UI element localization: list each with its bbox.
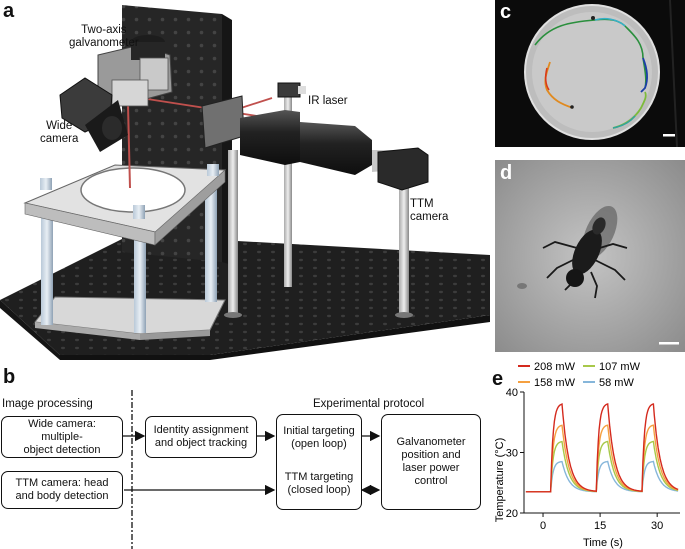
- x-tick-label: 15: [594, 520, 606, 532]
- ttm-targeting-text: TTM targeting (closed loop): [284, 471, 354, 496]
- scale-bar: [663, 134, 675, 137]
- arena-image: [495, 0, 685, 147]
- galvanometer-control-box: Galvanometer position and laser power co…: [381, 414, 481, 510]
- panel-d-letter: d: [500, 162, 513, 184]
- y-axis-label: Temperature (°C): [494, 438, 506, 522]
- panel-b-letter: b: [3, 366, 16, 388]
- trajectory-blue: [640, 57, 649, 93]
- targeting-box: Initial targeting (open loop) TTM target…: [276, 414, 362, 510]
- legend-label: 58 mW: [599, 377, 634, 389]
- x-tick-label: 0: [540, 520, 546, 532]
- panel-a-letter: a: [3, 0, 15, 22]
- scale-bar-d: [659, 342, 679, 345]
- initial-targeting-text: Initial targeting (open loop): [283, 425, 355, 450]
- ttm-camera-box: TTM camera: head and body detection: [1, 471, 123, 509]
- fly-image: [495, 160, 685, 352]
- series-line-158-mW: [525, 424, 679, 493]
- optical-table: [0, 235, 490, 355]
- chart-lines: [525, 403, 679, 493]
- galvanometer-label: Two-axis galvanometer: [69, 24, 139, 49]
- legend-label: 208 mW: [534, 361, 576, 373]
- series-line-208-mW: [525, 403, 679, 493]
- chart-legend: 208 mW 107 mW 158 mW 58 mW: [518, 361, 641, 389]
- apparatus-illustration: [0, 5, 490, 360]
- experimental-protocol-header: Experimental protocol: [313, 398, 425, 410]
- y-tick-label: 40: [506, 387, 518, 399]
- series-line-58-mW: [525, 460, 679, 493]
- ttm-camera-label: TTM camera: [410, 198, 449, 223]
- y-tick-label: 30: [506, 448, 518, 460]
- image-processing-header: Image processing: [2, 398, 93, 410]
- ir-laser-label: IR laser: [308, 95, 348, 107]
- temperature-chart: 208 mW 107 mW 158 mW 58 mW 20 30 40 0 15 30 Temp…: [494, 361, 680, 549]
- legend-label: 107 mW: [599, 361, 641, 373]
- x-axis-label: Time (s): [583, 537, 623, 549]
- x-tick-label: 30: [651, 520, 663, 532]
- trajectory-orange: [544, 61, 574, 109]
- chart-axes: 20 30 40 0 15 30: [506, 387, 680, 532]
- wide-camera-box: Wide camera: multiple- object detection: [1, 416, 123, 458]
- panel-c-letter: c: [500, 1, 512, 23]
- wide-camera-label: Wide camera: [40, 120, 79, 145]
- identity-assignment-box: Identity assignment and object tracking: [145, 416, 257, 458]
- legend-label: 158 mW: [534, 377, 576, 389]
- ttm-camera: [377, 147, 429, 191]
- ttm-lens-tube: [300, 122, 372, 175]
- panel-e-letter: e: [492, 368, 504, 390]
- y-tick-label: 20: [506, 508, 518, 520]
